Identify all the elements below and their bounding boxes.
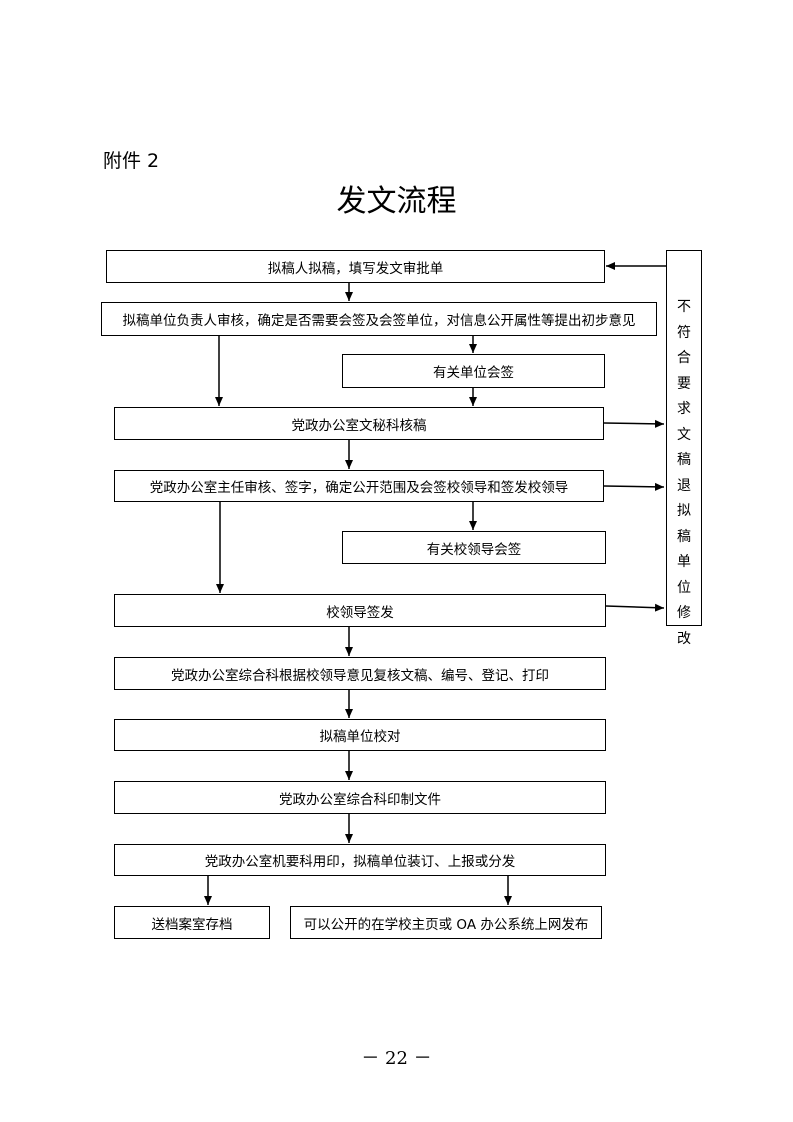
flow-step-secretariat-check-label: 党政办公室文秘科核稿 [291,417,427,434]
flow-step-seal-distribute: 党政办公室机要科用印，拟稿单位装订、上报或分发 [114,844,606,876]
flow-step-unit-review: 拟稿单位负责人审核，确定是否需要会签及会签单位，对信息公开属性等提出初步意见 [101,302,657,336]
arrow-step4-side [603,482,665,491]
attachment-label: 附件 2 [103,150,160,172]
flow-step-general-recheck-label: 党政办公室综合科根据校领导意见复核文稿、编号、登记、打印 [171,667,549,684]
arrow-step5-side [605,603,665,612]
flow-step-unit-countersign: 有关单位会签 [342,354,605,388]
flow-step-unit-review-label: 拟稿单位负责人审核，确定是否需要会签及会签单位，对信息公开属性等提出初步意见 [122,313,636,329]
flow-step-secretariat-check: 党政办公室文秘科核稿 [114,407,604,440]
flow-step-general-recheck: 党政办公室综合科根据校领导意见复核文稿、编号、登记、打印 [114,657,606,690]
flow-step-proofread: 拟稿单位校对 [114,719,606,751]
flow-return-label: 不符合要求文稿退拟稿单位修改 [677,299,691,647]
page-title: 发文流程 [336,184,457,219]
flow-step-print-label: 党政办公室综合科印制文件 [279,791,441,808]
flow-step-director-review-label: 党政办公室主任审核、签字，确定公开范围及会签校领导和签发校领导 [149,480,569,496]
arrow-step3-side [603,419,665,428]
flow-step-leader-issue-label: 校领导签发 [326,604,394,621]
page-number: － 22 － [361,1048,432,1069]
flow-step-proofread-label: 拟稿单位校对 [319,729,401,745]
flow-step-unit-countersign-label: 有关单位会签 [433,365,514,381]
flow-end-archive-label: 送档案室存档 [151,916,233,933]
flow-step-director-review: 党政办公室主任审核、签字，确定公开范围及会签校领导和签发校领导 [114,470,604,502]
flow-step-draft: 拟稿人拟稿，填写发文审批单 [106,250,605,283]
flow-step-leader-issue: 校领导签发 [114,594,606,627]
flow-step-draft-label: 拟稿人拟稿，填写发文审批单 [267,260,444,277]
flow-step-leader-countersign: 有关校领导会签 [342,531,606,564]
flow-end-archive: 送档案室存档 [114,906,270,939]
flow-return-box: 不符合要求文稿退拟稿单位修改 [666,250,702,647]
flow-step-seal-distribute-label: 党政办公室机要科用印，拟稿单位装订、上报或分发 [204,854,516,870]
flow-end-publish: 可以公开的在学校主页或 OA 办公系统上网发布 [290,906,602,939]
flow-end-publish-label: 可以公开的在学校主页或 OA 办公系统上网发布 [303,916,589,933]
flow-step-leader-countersign-label: 有关校领导会签 [426,541,522,558]
flow-step-print: 党政办公室综合科印制文件 [114,781,606,814]
